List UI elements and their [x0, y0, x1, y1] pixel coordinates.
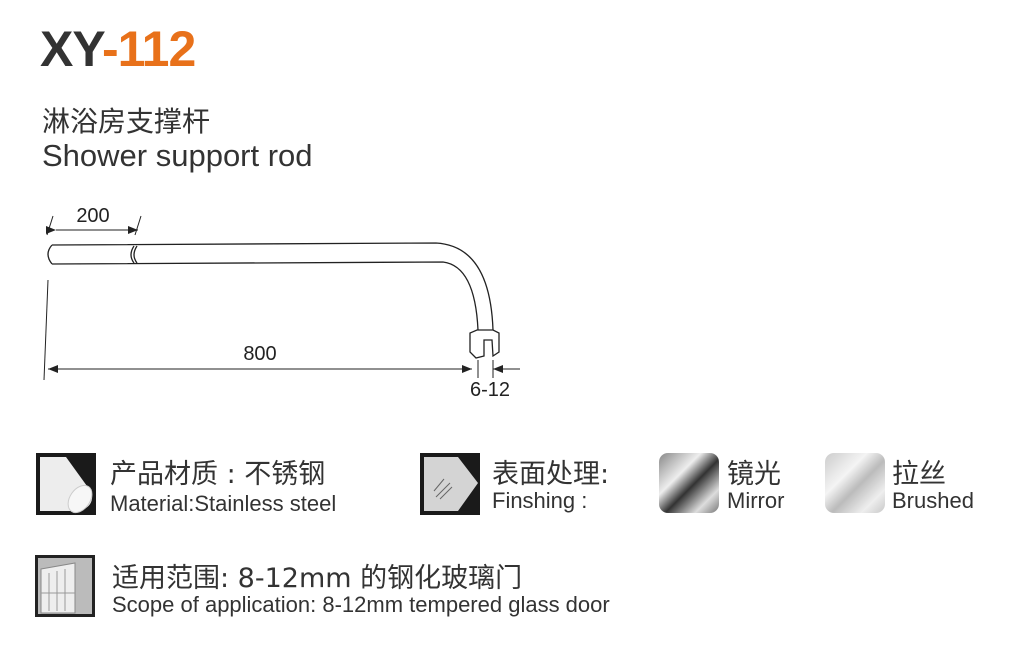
brushed-swatch: [825, 453, 885, 513]
material-en: Material:Stainless steel: [110, 491, 337, 516]
product-code-prefix: XY: [40, 21, 103, 77]
rod-outline: [47, 242, 500, 359]
glass-door-icon: [35, 555, 95, 617]
subtitle-en: Shower support rod: [42, 138, 313, 173]
finish-brushed-cn: 拉丝: [892, 459, 946, 490]
scope-cn: 适用范围: 8-12mm 的钢化玻璃门: [112, 563, 523, 594]
dimension-lines: [43, 215, 520, 381]
finish-mirror-cn: 镜光: [727, 459, 781, 490]
finish-brushed-en: Brushed: [892, 488, 974, 513]
rod-drawing: 200 800 6-12: [43, 205, 520, 401]
product-code-number: -112: [101, 21, 196, 77]
stainless-tube-icon: [36, 453, 96, 515]
dim-200-label: 200: [76, 205, 109, 227]
glass-surface-icon: [420, 453, 480, 515]
product-code: XY-112: [40, 20, 196, 78]
finishing-cn: 表面处理:: [492, 459, 610, 490]
finish-mirror-en: Mirror: [727, 488, 785, 513]
subtitle-cn: 淋浴房支撑杆: [42, 105, 211, 138]
material-cn: 产品材质 : 不锈钢: [110, 459, 326, 490]
dim-glass-label: 6-12: [470, 379, 510, 401]
scope-en: Scope of application: 8-12mm tempered gl…: [112, 592, 610, 617]
finishing-en: Finshing :: [492, 488, 588, 513]
dim-800-label: 800: [243, 343, 276, 365]
mirror-swatch: [659, 453, 719, 513]
